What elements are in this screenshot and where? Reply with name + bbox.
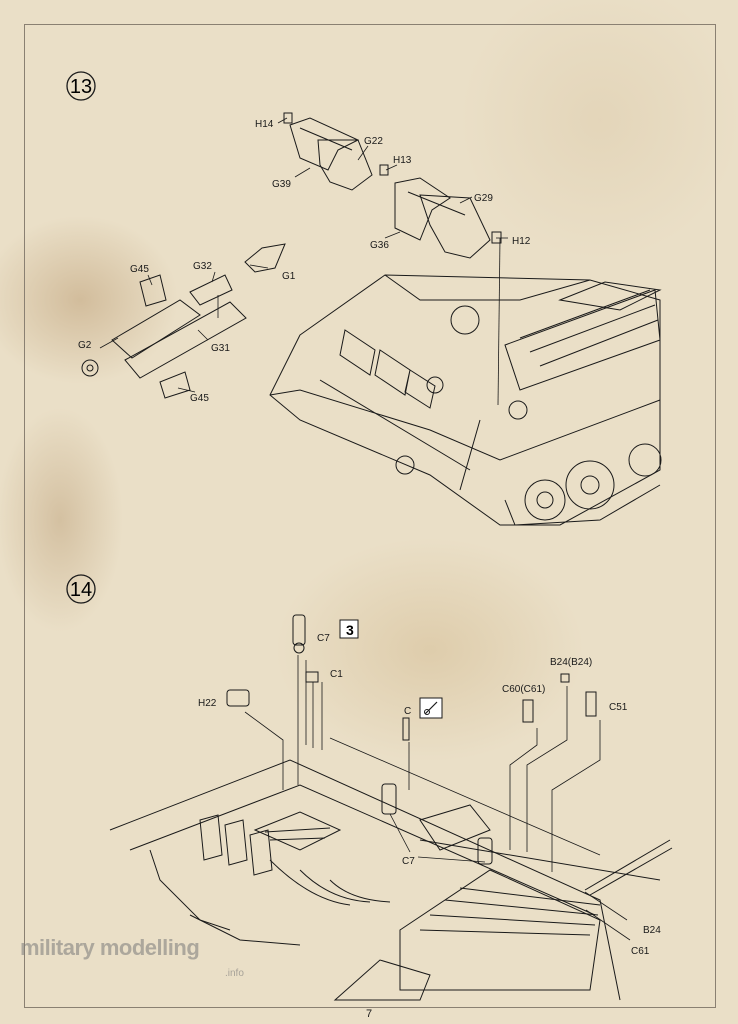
page-number: 7 xyxy=(365,1008,373,1020)
label-b24: B24 xyxy=(643,925,661,936)
step-14-leaders xyxy=(244,655,631,941)
exhaust-assembly xyxy=(81,243,286,399)
step-13-circle xyxy=(66,71,96,101)
step-14-parts xyxy=(226,614,597,865)
rear-deck xyxy=(109,759,673,1001)
label-h14: H14 xyxy=(255,119,274,130)
hull-outline xyxy=(269,274,662,526)
label-g32: G32 xyxy=(193,261,212,272)
step-14: 14 3 xyxy=(66,574,673,1001)
label-b24-b24: B24(B24) xyxy=(550,657,592,668)
label-h13: H13 xyxy=(393,155,412,166)
label-g29: G29 xyxy=(474,193,493,204)
label-c1: C1 xyxy=(330,669,343,680)
engine-deck-panels xyxy=(283,112,502,259)
label-c: C xyxy=(404,706,411,717)
watermark-logo: military modelling xyxy=(20,935,200,960)
badge-count: 3 xyxy=(346,622,354,638)
label-c7-top: C7 xyxy=(317,633,330,644)
label-c7-bottom: C7 xyxy=(402,856,415,867)
label-g45-bottom: G45 xyxy=(190,393,209,404)
quantity-badge: 3 xyxy=(339,619,359,639)
label-h22: H22 xyxy=(198,698,217,709)
label-g1: G1 xyxy=(282,271,296,282)
label-g45-top: G45 xyxy=(130,264,149,275)
page-frame xyxy=(24,24,716,1008)
step-13-leaders xyxy=(99,117,508,406)
label-g31: G31 xyxy=(211,343,230,354)
label-g2: G2 xyxy=(78,340,92,351)
label-g39: G39 xyxy=(272,179,291,190)
watermark-suffix: .info xyxy=(225,968,244,979)
label-c51: C51 xyxy=(609,702,628,713)
label-g36: G36 xyxy=(370,240,389,251)
step-14-number: 14 xyxy=(70,579,92,601)
label-g22: G22 xyxy=(364,136,383,147)
step-14-circle xyxy=(66,574,96,604)
step-13-number: 13 xyxy=(70,76,92,98)
label-c60-c61: C60(C61) xyxy=(502,684,545,695)
label-c61: C61 xyxy=(631,946,650,957)
drill-icon xyxy=(419,697,443,719)
step-13: 13 xyxy=(66,71,662,526)
label-h12: H12 xyxy=(512,236,531,247)
